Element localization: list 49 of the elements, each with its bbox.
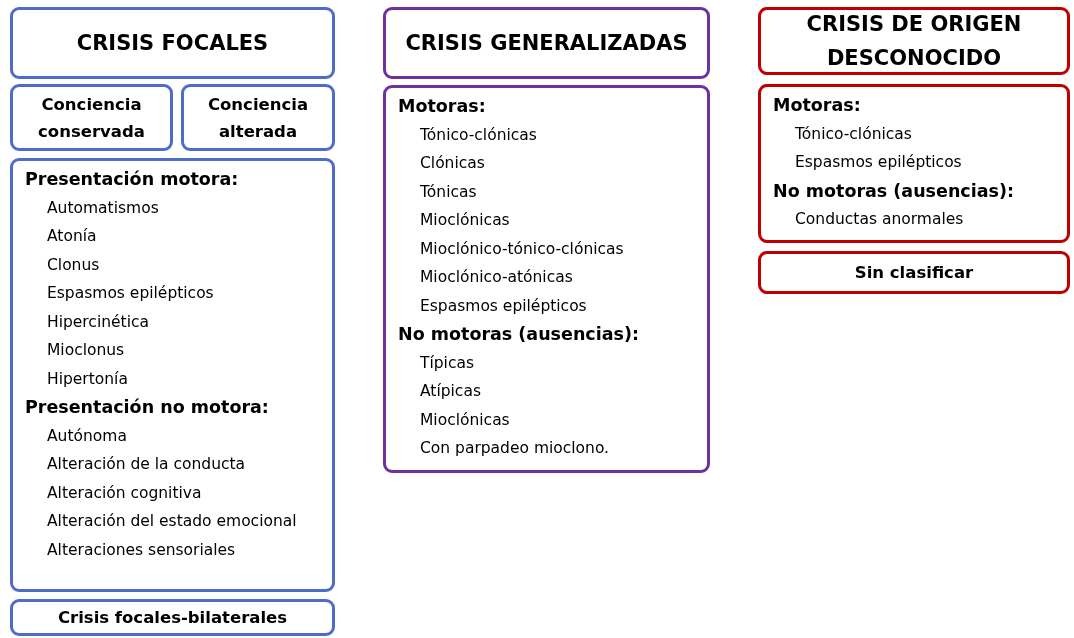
list-item: Alteración de la conducta: [46, 454, 247, 475]
category-header-box: [758, 7, 1070, 75]
list-item: Tónicas: [419, 181, 478, 203]
list-item: Con parpadeo mioclono.: [419, 438, 611, 459]
section-heading: No motoras (ausencias):: [398, 323, 640, 346]
category-box: [10, 599, 335, 636]
list-box: [758, 84, 1070, 243]
category-header-box: [10, 7, 335, 79]
category-title: CRISIS DE ORIGEN DESCONOCIDO: [805, 11, 1023, 72]
box-label: Conciencia conservada: [37, 93, 146, 143]
list-item: Tónico-clónicas: [419, 124, 538, 146]
list-item: Tónico-clónicas: [794, 123, 913, 145]
list-item: Atípicas: [419, 381, 482, 402]
list-item: Mioclónico-atónicas: [419, 267, 574, 288]
list-item: Mioclónicas: [419, 210, 511, 231]
category-title: CRISIS FOCALES: [76, 30, 269, 57]
category-box: [758, 251, 1070, 294]
section-heading: Motoras:: [773, 94, 862, 117]
list-item: Atonía: [46, 226, 98, 247]
list-item: Alteraciones sensoriales: [46, 539, 237, 561]
section-heading: Motoras:: [398, 95, 487, 118]
section-heading: Presentación motora:: [25, 168, 240, 191]
list-item: Conductas anormales: [794, 209, 965, 230]
list-item: Hipercinética: [46, 311, 150, 333]
list-item: Espasmos epilépticos: [419, 295, 588, 317]
category-title: CRISIS GENERALIZADAS: [405, 30, 688, 57]
list-item: Alteración cognitiva: [46, 482, 203, 504]
list-item: Mioclónico-tónico-clónicas: [419, 238, 625, 260]
box-label: Conciencia alterada: [206, 93, 310, 143]
box-label: Sin clasificar: [854, 262, 974, 284]
category-header-box: [383, 7, 710, 79]
list-item: Espasmos epilépticos: [46, 283, 215, 304]
list-item: Clonus: [46, 254, 101, 276]
section-heading: No motoras (ausencias):: [773, 179, 1015, 203]
list-item: Espasmos epilépticos: [794, 152, 963, 173]
list-item: Autónoma: [46, 425, 128, 447]
list-item: Típicas: [419, 352, 475, 374]
category-box: [10, 84, 173, 151]
list-item: Alteración del estado emocional: [46, 511, 298, 532]
list-item: Mioclónicas: [419, 409, 511, 431]
box-label: Crisis focales-bilaterales: [57, 607, 288, 629]
list-box: [10, 158, 335, 592]
list-item: Automatismos: [46, 197, 160, 219]
section-heading: Presentación no motora:: [25, 396, 270, 419]
list-item: Hipertonía: [46, 368, 129, 390]
list-box: [383, 85, 710, 473]
category-box: [181, 84, 335, 151]
list-item: Clónicas: [419, 153, 486, 174]
list-item: Mioclonus: [46, 340, 126, 361]
